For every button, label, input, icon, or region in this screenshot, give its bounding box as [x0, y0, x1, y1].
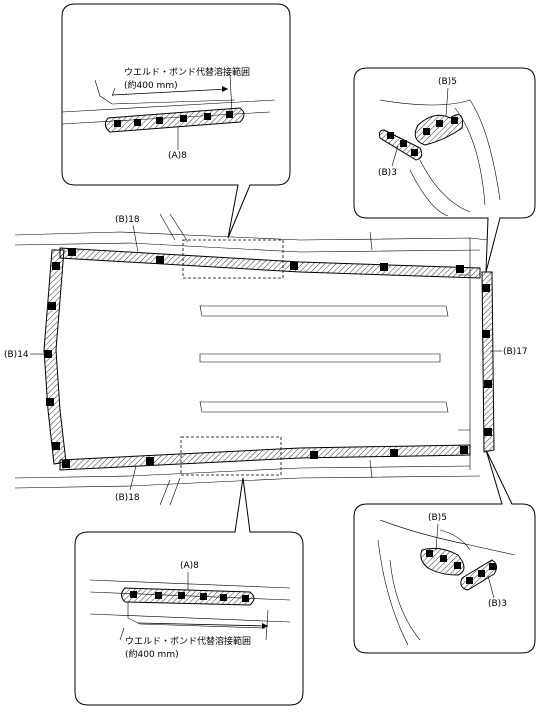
- weld-band-top: [59, 247, 481, 279]
- callout-top-left-code: (A)8: [168, 151, 187, 161]
- callout-top-right-code-a: (B)5: [438, 77, 457, 87]
- callout-top-left-text-line2: (約400 mm): [124, 79, 178, 91]
- callout-bottom-left-code: (A)8: [180, 561, 199, 571]
- callout-top-left: ウエルド・ボンド代替溶接範囲 (約400 mm) (A)8: [61, 3, 291, 239]
- label-bottom-roof-rail: (B)18: [115, 493, 140, 503]
- weld-spots-main: [44, 248, 492, 468]
- detail-box-bottom: [180, 436, 282, 476]
- callout-bottom-right-code-a: (B)5: [428, 513, 447, 523]
- callout-top-right-code-b: (B)3: [378, 168, 397, 178]
- weld-band-bottom: [59, 444, 471, 471]
- label-top-roof-rail: (B)18: [115, 215, 140, 225]
- label-right-rear-header: (B)17: [503, 347, 528, 357]
- detail-box-top: [182, 239, 284, 279]
- callout-top-left-text-line1: ウエルド・ボンド代替溶接範囲: [124, 66, 250, 78]
- callout-top-right: (B)5 (B)3: [353, 67, 536, 273]
- weld-band-right: [481, 271, 495, 453]
- label-left-front-header: (B)14: [4, 350, 29, 360]
- callout-bottom-left-text-line2: (約400 mm): [125, 648, 179, 660]
- callout-bottom-left-text-line1: ウエルド・ボンド代替溶接範囲: [125, 635, 251, 647]
- callout-bottom-right: (B)5 (B)3: [353, 449, 536, 654]
- callout-bottom-left: (A)8 ウエルド・ボンド代替溶接範囲 (約400 mm): [74, 477, 304, 706]
- callout-bottom-right-code-b: (B)3: [488, 599, 507, 609]
